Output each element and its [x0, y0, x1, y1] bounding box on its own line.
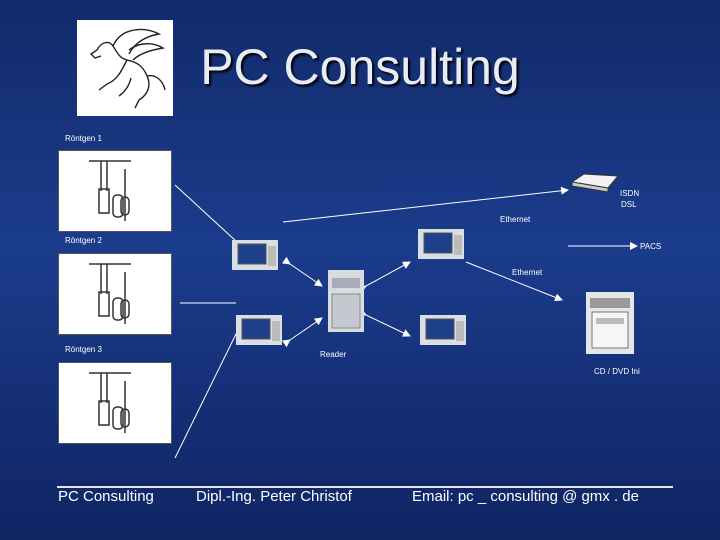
label-roentgen-3: Röntgen 3 — [65, 345, 102, 354]
page-title: PC Consulting — [200, 39, 520, 95]
arrow-reader-pc-1 — [357, 261, 411, 293]
reader-device — [328, 270, 364, 332]
line-xray1-ethernet — [174, 184, 238, 243]
workstation-3 — [418, 229, 464, 259]
xray-station-3 — [58, 362, 172, 444]
label-ethernet-top: Ethernet — [500, 215, 531, 224]
line-ethernet-isdn — [282, 186, 569, 223]
label-dsl: DSL — [621, 200, 637, 209]
modem-device — [568, 170, 620, 194]
reader-icon — [331, 278, 361, 329]
pegasus-logo — [77, 20, 173, 116]
computer-icon — [425, 318, 464, 341]
footer-author: Dipl.-Ing. Peter Christof — [196, 488, 352, 505]
disc-burner-icon — [590, 298, 630, 349]
label-cd-dvd: CD / DVD Ini — [594, 367, 640, 376]
footer-company: PC Consulting — [58, 488, 154, 505]
xray-station-1 — [58, 150, 172, 232]
computer-icon — [423, 232, 462, 255]
computer-icon — [241, 318, 280, 341]
workstation-1 — [232, 240, 278, 270]
label-ethernet-mid: Ethernet — [512, 268, 543, 277]
line-ethernet-cd — [465, 261, 563, 302]
modem-icon — [570, 173, 620, 193]
line-xray3-ethernet — [174, 331, 238, 459]
label-roentgen-1: Röntgen 1 — [65, 134, 102, 143]
xray-machine-icon — [89, 372, 131, 433]
cd-dvd-burner — [586, 292, 634, 354]
arrow-reader-pc-2 — [357, 308, 411, 337]
xray-machine-icon — [89, 263, 131, 324]
label-pacs: PACS — [640, 242, 662, 251]
workstation-4 — [420, 315, 466, 345]
workstation-2 — [236, 315, 282, 345]
arrow-pc-reader-2 — [281, 317, 323, 348]
label-reader: Reader — [320, 350, 347, 359]
computer-icon — [237, 243, 276, 266]
pegasus-icon — [89, 28, 166, 109]
xray-station-2 — [58, 253, 172, 335]
label-isdn: ISDN — [620, 189, 640, 198]
arrow-pc-reader-1 — [281, 256, 323, 287]
label-roentgen-2: Röntgen 2 — [65, 236, 102, 245]
footer-email: Email: pc _ consulting @ gmx . de — [412, 488, 639, 505]
xray-machine-icon — [89, 160, 131, 221]
footer-divider — [57, 486, 673, 488]
